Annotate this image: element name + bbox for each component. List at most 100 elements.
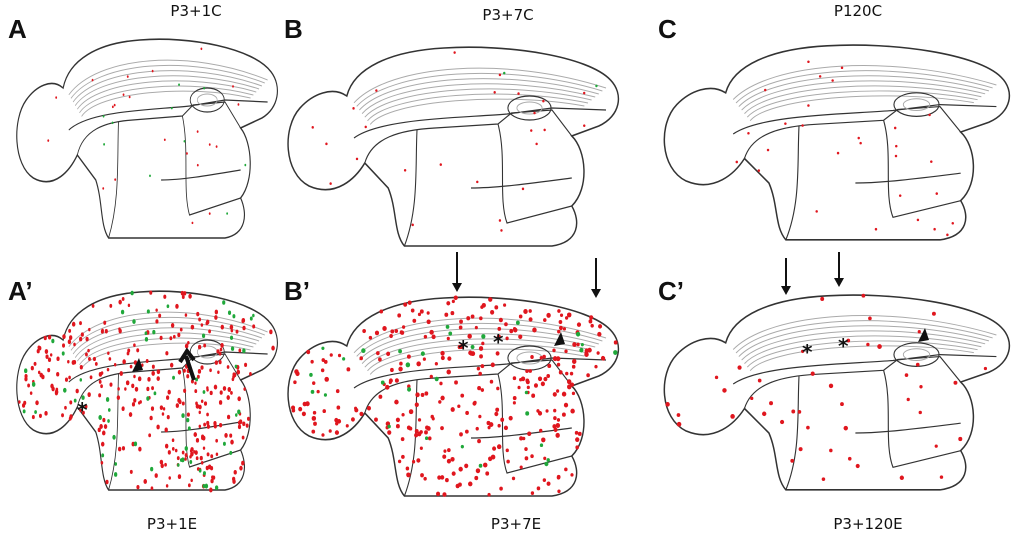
arrowhead-icon <box>554 332 565 346</box>
red-cell-dot <box>596 351 600 355</box>
green-cell-dot <box>310 389 315 394</box>
red-cell-dot <box>590 323 594 328</box>
red-cell-dot <box>227 387 232 392</box>
green-cell-dot <box>63 387 67 393</box>
red-cell-dot <box>337 353 342 358</box>
region-boundary <box>785 376 800 491</box>
region-boundary <box>403 379 418 497</box>
red-cell-dot <box>50 383 54 389</box>
red-cell-dot <box>171 447 175 451</box>
red-cell-dot <box>780 419 785 425</box>
red-cell-dot <box>536 486 541 491</box>
red-cell-dot <box>933 227 936 231</box>
red-cell-dot <box>440 395 445 401</box>
cortical-layer-line <box>749 95 974 122</box>
green-cell-dot <box>153 391 157 396</box>
red-cell-dot <box>163 138 166 142</box>
green-cell-dot <box>201 333 206 338</box>
red-cell-dot <box>235 329 239 334</box>
red-cell-dot <box>147 377 151 382</box>
red-cell-dot <box>148 433 152 438</box>
red-cell-dot <box>586 373 590 378</box>
red-cell-dot <box>512 376 517 381</box>
cortex-boundary <box>353 357 607 389</box>
red-cell-dot <box>588 319 593 324</box>
caption-a-prime: P3+1E <box>146 515 198 533</box>
green-cell-dot <box>227 310 232 315</box>
red-cell-dot <box>313 421 317 426</box>
red-cell-dot <box>209 390 213 396</box>
green-cell-dot <box>580 342 584 347</box>
red-cell-dot <box>69 335 73 340</box>
red-cell-dot <box>390 329 395 334</box>
red-cell-dot <box>374 417 378 422</box>
green-cell-dot <box>202 483 206 488</box>
red-cell-dot <box>477 385 482 391</box>
red-cell-dot <box>400 437 405 442</box>
green-cell-dot <box>525 411 530 416</box>
red-cell-dot <box>88 327 91 332</box>
cortical-layer-line <box>359 328 599 361</box>
green-cell-dot <box>170 106 173 110</box>
red-cell-dot <box>230 439 234 445</box>
red-cell-dot <box>187 341 190 345</box>
green-cell-dot <box>107 408 111 412</box>
red-cell-dot <box>47 368 51 373</box>
red-cell-dot <box>401 325 406 329</box>
red-cell-dot <box>535 142 538 146</box>
red-cell-dot <box>226 395 230 401</box>
red-cell-dot <box>562 327 567 331</box>
red-cell-dot <box>151 386 154 391</box>
red-cell-dot <box>496 386 500 391</box>
green-cell-dot <box>111 121 114 125</box>
red-cell-dot <box>508 415 513 421</box>
cortical-layer-line <box>738 75 989 107</box>
red-cell-dot <box>455 483 460 489</box>
red-cell-dot <box>828 383 834 389</box>
red-cell-dot <box>149 415 153 421</box>
red-cell-dot <box>175 403 179 408</box>
red-cell-dot <box>329 182 332 185</box>
red-cell-dot <box>429 329 434 335</box>
red-cell-dot <box>118 328 122 334</box>
red-cell-dot <box>200 47 203 51</box>
red-cell-dot <box>915 362 920 367</box>
green-cell-dot <box>361 348 366 354</box>
red-cell-dot <box>536 409 540 413</box>
red-cell-dot <box>424 391 429 396</box>
red-cell-dot <box>505 336 509 341</box>
red-cell-dot <box>203 401 208 406</box>
red-cell-dot <box>202 435 206 441</box>
red-cell-dot <box>385 384 390 390</box>
red-cell-dot <box>895 144 898 148</box>
hippocampus <box>507 95 552 121</box>
red-cell-dot <box>434 361 438 366</box>
red-cell-dot <box>335 389 340 394</box>
red-cell-dot <box>325 142 328 146</box>
red-cell-dot <box>188 293 192 299</box>
green-cell-dot <box>22 409 26 414</box>
red-cell-dot <box>69 400 73 405</box>
red-cell-dot <box>190 478 193 483</box>
red-cell-dot <box>934 444 938 448</box>
cortex-boundary <box>732 104 997 135</box>
red-cell-dot <box>576 322 582 327</box>
red-cell-dot <box>543 376 548 382</box>
red-cell-dot <box>497 423 501 428</box>
red-cell-dot <box>417 431 422 437</box>
red-cell-dot <box>498 317 503 323</box>
red-cell-dot <box>492 446 497 451</box>
red-cell-dot <box>587 347 592 353</box>
red-cell-dot <box>557 329 561 334</box>
cortical-layer-line <box>367 343 589 372</box>
green-cell-dot <box>195 377 198 382</box>
region-boundary <box>76 353 241 408</box>
red-cell-dot <box>498 219 502 222</box>
red-cell-dot <box>159 459 164 465</box>
red-cell-dot <box>71 360 75 365</box>
red-cell-dot <box>570 473 574 477</box>
red-cell-dot <box>810 371 815 376</box>
red-cell-dot <box>425 425 429 430</box>
cortical-layer-line <box>741 80 986 111</box>
